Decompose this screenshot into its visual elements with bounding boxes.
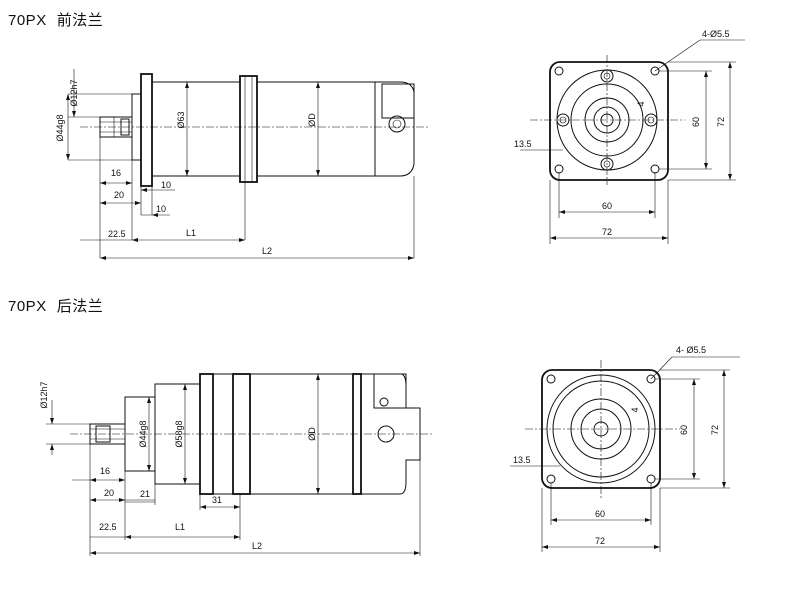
dim-L1: L1 (175, 522, 185, 532)
dim-motor-diameter: ØD (307, 113, 317, 127)
rear-flange-end-view: 4- Ø5.5 13.5 4 60 72 60 72 (510, 345, 740, 552)
dim-spigot-diameter: Ø44g8 (138, 420, 148, 447)
dim-shaft-diameter: Ø12h7 (69, 79, 79, 106)
dim-flange-diameter: Ø58g8 (174, 420, 184, 447)
dim-22-5: 22.5 (108, 229, 126, 239)
dim-shaft-diameter: Ø12h7 (39, 381, 49, 408)
dim-31: 31 (212, 495, 222, 505)
dim-60-vertical: 60 (691, 117, 701, 127)
flange-type-label: 前法兰 (56, 12, 104, 29)
dim-22-5: 22.5 (99, 522, 117, 532)
section-title-front-flange: 70PX 前法兰 (8, 9, 103, 30)
terminal-box (381, 83, 415, 119)
front-flange (140, 73, 153, 187)
motor-body (256, 81, 376, 177)
dim-13-5: 13.5 (513, 455, 531, 465)
dim-72-horizontal: 72 (602, 227, 612, 237)
rear-flange-side-view: Ø12h7 Ø44g8 Ø58g8 ØD 16 20 21 31 22.5 L1… (39, 373, 432, 556)
dim-L2: L2 (252, 541, 262, 551)
coupling-band (239, 75, 258, 183)
terminal-box (373, 373, 407, 409)
mounting-hole (546, 474, 556, 484)
mounting-hole (646, 474, 656, 484)
dim-body-diameter: Ø63 (176, 111, 186, 128)
dim-13-5: 13.5 (514, 139, 532, 149)
dim-4: 4 (636, 101, 646, 106)
mounting-hole (546, 374, 556, 384)
dim-16: 16 (111, 168, 121, 178)
model-label: 70PX (8, 298, 47, 315)
dim-hole-spec: 4- Ø5.5 (676, 345, 706, 355)
dim-spigot-diameter: Ø44g8 (55, 114, 65, 141)
square-flange (549, 61, 669, 181)
dim-10-spigot: 10 (156, 204, 166, 214)
dim-72-vertical: 72 (710, 425, 720, 435)
motor-end-cap (374, 81, 415, 177)
dim-L2: L2 (262, 246, 272, 256)
dim-60-vertical: 60 (679, 425, 689, 435)
dim-4: 4 (630, 407, 640, 412)
dim-60-horizontal: 60 (595, 509, 605, 519)
dim-60-horizontal: 60 (602, 201, 612, 211)
gearbox-body (151, 81, 241, 177)
section-title-rear-flange: 70PX 后法兰 (8, 295, 103, 316)
mounting-hole (554, 66, 564, 76)
mounting-hole (650, 164, 660, 174)
model-label: 70PX (8, 12, 47, 29)
dim-L1: L1 (186, 228, 196, 238)
dim-20: 20 (114, 190, 124, 200)
mounting-hole (554, 164, 564, 174)
dim-72-horizontal: 72 (595, 536, 605, 546)
dim-hole-spec: 4-Ø5.5 (702, 29, 730, 39)
front-flange-end-view: 4-Ø5.5 13.5 4 60 72 60 72 (514, 29, 745, 244)
dim-20: 20 (104, 488, 114, 498)
dim-21: 21 (140, 489, 150, 499)
cable-gland (388, 115, 406, 133)
front-flange-side-view: Ø12h7 Ø44g8 Ø63 ØD 16 20 10 10 22.5 L1 L… (55, 69, 428, 260)
dim-16: 16 (100, 466, 110, 476)
dim-10-flange: 10 (161, 180, 171, 190)
dim-motor-diameter: ØD (307, 427, 317, 441)
flange-type-label: 后法兰 (56, 298, 104, 315)
dim-72-vertical: 72 (716, 117, 726, 127)
